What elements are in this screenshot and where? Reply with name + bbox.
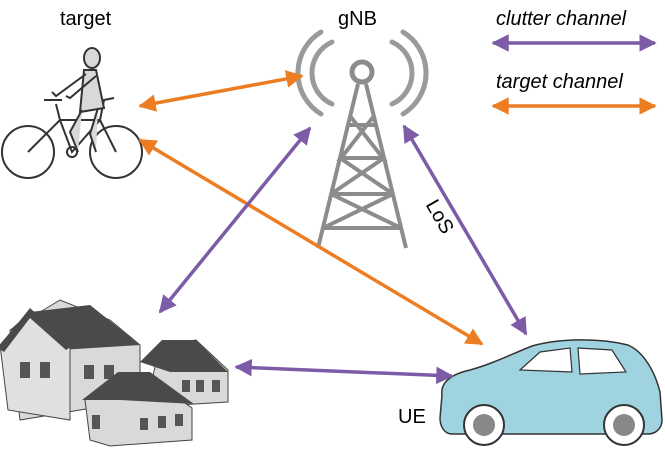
arrow-target-gnb <box>138 70 304 112</box>
gnb-label: gNB <box>338 8 377 30</box>
car-ue-icon <box>439 339 663 446</box>
gnb-tower-icon <box>295 29 429 249</box>
target-label: target <box>60 8 112 30</box>
legend-target-label: target channel <box>496 71 623 93</box>
legend-clutter-label: clutter channel <box>496 8 627 30</box>
arrow-houses-ue <box>234 358 454 385</box>
arrow-los-gnb-ue <box>402 124 528 336</box>
arrow-houses-gnb <box>158 126 312 314</box>
cyclist-target-icon <box>1 47 143 179</box>
houses-icon <box>0 299 229 447</box>
ue-label: UE <box>398 406 426 428</box>
